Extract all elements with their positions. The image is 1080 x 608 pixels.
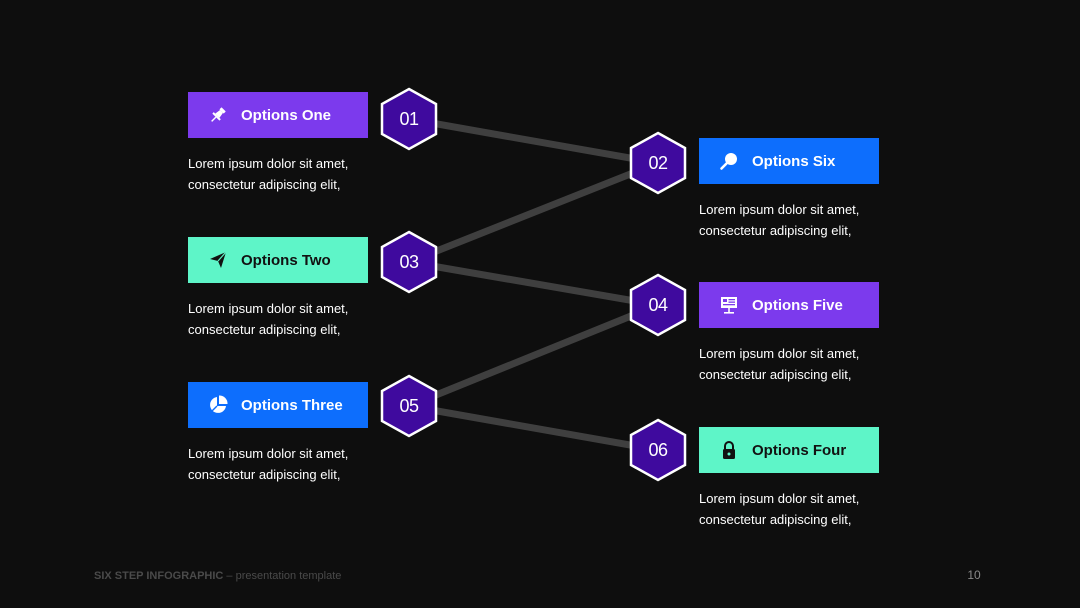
step-06-hexagon: 06 — [628, 418, 688, 482]
step-04-description-line2: consectetur adipiscing elit, — [699, 366, 852, 382]
presentation-board-icon — [719, 295, 739, 315]
step-04-title: Options Five — [752, 296, 843, 314]
step-06-number: 06 — [648, 439, 668, 460]
step-06-description-line2: consectetur adipiscing elit, — [699, 511, 852, 527]
step-05-description-line1: Lorem ipsum dolor sit amet, — [188, 446, 349, 461]
footer-subtitle: – presentation template — [223, 570, 342, 582]
step-03-description-line1: Lorem ipsum dolor sit amet, — [188, 301, 349, 316]
step-05-title: Options Three — [241, 396, 343, 414]
step-03-title: Options Two — [241, 251, 331, 269]
page-number: 10 — [967, 568, 981, 582]
step-06-label: Options Four — [699, 427, 879, 473]
step-06-description-line1: Lorem ipsum dolor sit amet, — [699, 491, 860, 506]
footer-caption: SIX STEP INFOGRAPHIC – presentation temp… — [94, 570, 341, 582]
step-02-description-line1: Lorem ipsum dolor sit amet, — [699, 202, 860, 217]
connector-01-02 — [405, 115, 662, 167]
step-01-description-line1: Lorem ipsum dolor sit amet, — [188, 156, 349, 171]
padlock-icon — [719, 440, 739, 460]
step-02-title: Options Six — [752, 152, 836, 170]
step-06-description: Lorem ipsum dolor sit amet, consectetur … — [699, 489, 899, 530]
step-01-description: Lorem ipsum dolor sit amet, consectetur … — [188, 154, 388, 195]
step-02-hexagon: 02 — [628, 131, 688, 195]
step-02-label: Options Six — [699, 138, 879, 184]
step-04-description-line1: Lorem ipsum dolor sit amet, — [699, 346, 860, 361]
footer-brand: SIX STEP INFOGRAPHIC — [94, 570, 224, 582]
step-06-title: Options Four — [752, 441, 847, 459]
step-04-hexagon: 04 — [628, 273, 688, 337]
step-05-number: 05 — [399, 395, 419, 416]
connector-05-06 — [405, 402, 662, 454]
step-03-label: Options Two — [188, 237, 368, 283]
step-03-number: 03 — [399, 251, 419, 272]
step-01-title: Options One — [241, 106, 331, 124]
step-01-label: Options One — [188, 92, 368, 138]
step-01-number: 01 — [399, 108, 419, 129]
step-02-description: Lorem ipsum dolor sit amet, consectetur … — [699, 200, 899, 241]
step-04-number: 04 — [648, 294, 668, 315]
connector-02-03 — [405, 159, 662, 266]
step-05-description: Lorem ipsum dolor sit amet, consectetur … — [188, 444, 388, 485]
step-01-hexagon: 01 — [379, 87, 439, 151]
step-04-label: Options Five — [699, 282, 879, 328]
step-05-label: Options Three — [188, 382, 368, 428]
pie-chart-icon — [208, 395, 228, 415]
step-05-hexagon: 05 — [379, 374, 439, 438]
step-02-description-line2: consectetur adipiscing elit, — [699, 222, 852, 238]
pushpin-icon — [208, 105, 228, 125]
paper-plane-icon — [208, 250, 228, 270]
step-03-hexagon: 03 — [379, 230, 439, 294]
step-03-description: Lorem ipsum dolor sit amet, consectetur … — [188, 299, 388, 340]
magnifier-icon — [719, 151, 739, 171]
step-04-description: Lorem ipsum dolor sit amet, consectetur … — [699, 344, 899, 385]
step-01-description-line2: consectetur adipiscing elit, — [188, 176, 341, 192]
step-05-description-line2: consectetur adipiscing elit, — [188, 466, 341, 482]
connector-03-04 — [405, 258, 662, 309]
connector-04-05 — [405, 301, 662, 410]
step-02-number: 02 — [648, 152, 668, 173]
step-03-description-line2: consectetur adipiscing elit, — [188, 321, 341, 337]
